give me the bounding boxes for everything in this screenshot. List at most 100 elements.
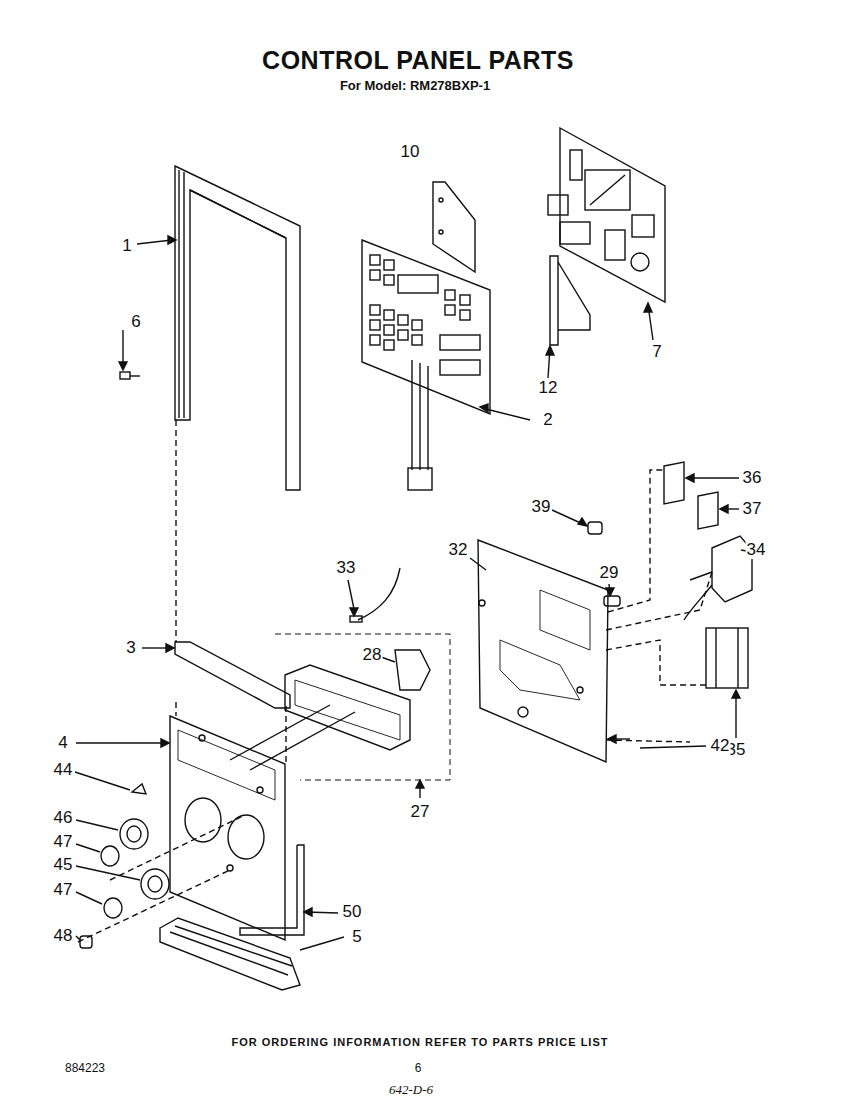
mounting-plate bbox=[577, 687, 583, 693]
trim-strip bbox=[175, 642, 290, 708]
label-text: 6 bbox=[414, 1062, 423, 1075]
knob bbox=[148, 876, 162, 892]
knob bbox=[141, 869, 169, 899]
arrowhead bbox=[720, 505, 728, 513]
keypad-membrane bbox=[384, 325, 394, 335]
trim-frame bbox=[175, 166, 300, 490]
keypad-membrane bbox=[384, 260, 394, 270]
leader-line bbox=[381, 657, 395, 662]
keypad-membrane bbox=[362, 240, 490, 490]
knob bbox=[80, 936, 92, 948]
circuit-board bbox=[548, 128, 665, 302]
arrowhead bbox=[608, 735, 616, 743]
circuit-board bbox=[605, 230, 625, 260]
mounting-plate bbox=[479, 600, 485, 606]
keypad-membrane bbox=[370, 320, 380, 330]
keypad-membrane bbox=[384, 340, 394, 350]
wire bbox=[358, 568, 400, 620]
arrowhead bbox=[350, 608, 358, 616]
bracket bbox=[558, 262, 590, 330]
trim-strip bbox=[160, 845, 304, 990]
arrowhead bbox=[606, 588, 614, 596]
leader-line bbox=[76, 844, 100, 852]
wire bbox=[350, 616, 362, 622]
leader-line bbox=[75, 240, 752, 950]
control-panel bbox=[185, 798, 221, 842]
callout-number: 27 bbox=[410, 803, 431, 821]
assembly-line bbox=[606, 640, 706, 685]
trim-frame bbox=[175, 166, 300, 490]
callout-number: 39 bbox=[531, 498, 552, 516]
keypad-membrane bbox=[408, 468, 432, 490]
knob bbox=[80, 784, 169, 948]
leader-line bbox=[470, 558, 486, 570]
callout-number: 1 bbox=[121, 237, 132, 255]
keypad-membrane bbox=[362, 240, 490, 414]
keypad-membrane bbox=[370, 335, 380, 345]
mounting-plate bbox=[500, 640, 580, 700]
trim-strip bbox=[175, 926, 292, 966]
arrowhead bbox=[480, 404, 488, 412]
keypad-membrane bbox=[370, 255, 380, 265]
arrowhead bbox=[119, 236, 740, 916]
leader-line bbox=[76, 892, 102, 904]
control-panel bbox=[228, 815, 264, 859]
keypad-membrane bbox=[398, 330, 408, 340]
arrowhead bbox=[686, 474, 694, 482]
callout-number: 10 bbox=[400, 143, 421, 161]
callout-number: 44 bbox=[53, 761, 74, 779]
relay bbox=[684, 585, 712, 620]
display-assembly bbox=[250, 712, 355, 770]
circuit-board bbox=[631, 253, 649, 271]
trim-frame bbox=[183, 172, 184, 418]
callout-number: 5 bbox=[351, 928, 362, 946]
mounting-plate bbox=[518, 707, 528, 717]
arrowhead bbox=[166, 644, 174, 652]
bracket bbox=[439, 198, 443, 202]
display-assembly bbox=[395, 650, 430, 690]
mounting-plate bbox=[478, 540, 608, 762]
trim-strip bbox=[240, 845, 304, 935]
leader-line bbox=[688, 477, 739, 478]
trim-frame bbox=[178, 170, 179, 418]
relay bbox=[684, 536, 752, 620]
footer-note: FOR ORDERING INFORMATION REFER TO PARTS … bbox=[231, 1037, 610, 1049]
keypad-membrane bbox=[370, 305, 380, 315]
callout-number: 42 bbox=[710, 737, 731, 755]
keypad-membrane bbox=[440, 360, 480, 375]
knob bbox=[127, 826, 141, 842]
callout-number: 4 bbox=[57, 734, 68, 752]
callout-number: 36 bbox=[742, 469, 763, 487]
arrowhead bbox=[546, 346, 554, 355]
knob bbox=[120, 819, 148, 849]
circuit-board bbox=[585, 170, 630, 210]
transformer bbox=[737, 628, 738, 688]
bracket bbox=[433, 182, 475, 272]
arrowhead bbox=[732, 690, 740, 698]
assembly-line bbox=[285, 706, 286, 762]
callout-number: 45 bbox=[53, 856, 74, 874]
bracket bbox=[550, 256, 558, 345]
transformer bbox=[706, 628, 748, 688]
callout-number: 12 bbox=[538, 379, 559, 397]
bracket bbox=[439, 230, 443, 234]
assembly-line bbox=[608, 470, 664, 612]
knob bbox=[132, 784, 146, 794]
clip bbox=[698, 492, 718, 529]
callout-number: 33 bbox=[336, 559, 357, 577]
keypad-membrane bbox=[370, 255, 480, 375]
leader-line bbox=[735, 692, 736, 738]
arrowhead bbox=[168, 236, 176, 244]
keypad-membrane bbox=[370, 270, 380, 280]
control-panel bbox=[178, 730, 275, 800]
assembly-line bbox=[175, 702, 176, 716]
keypad-membrane bbox=[460, 295, 470, 305]
display-assembly bbox=[230, 705, 330, 760]
arrowhead bbox=[644, 303, 652, 312]
leader-line bbox=[137, 240, 172, 244]
callout-number: 6 bbox=[130, 313, 141, 331]
callout-number: 34 bbox=[746, 541, 767, 559]
assembly-line bbox=[175, 420, 176, 642]
leader-line bbox=[76, 866, 140, 880]
